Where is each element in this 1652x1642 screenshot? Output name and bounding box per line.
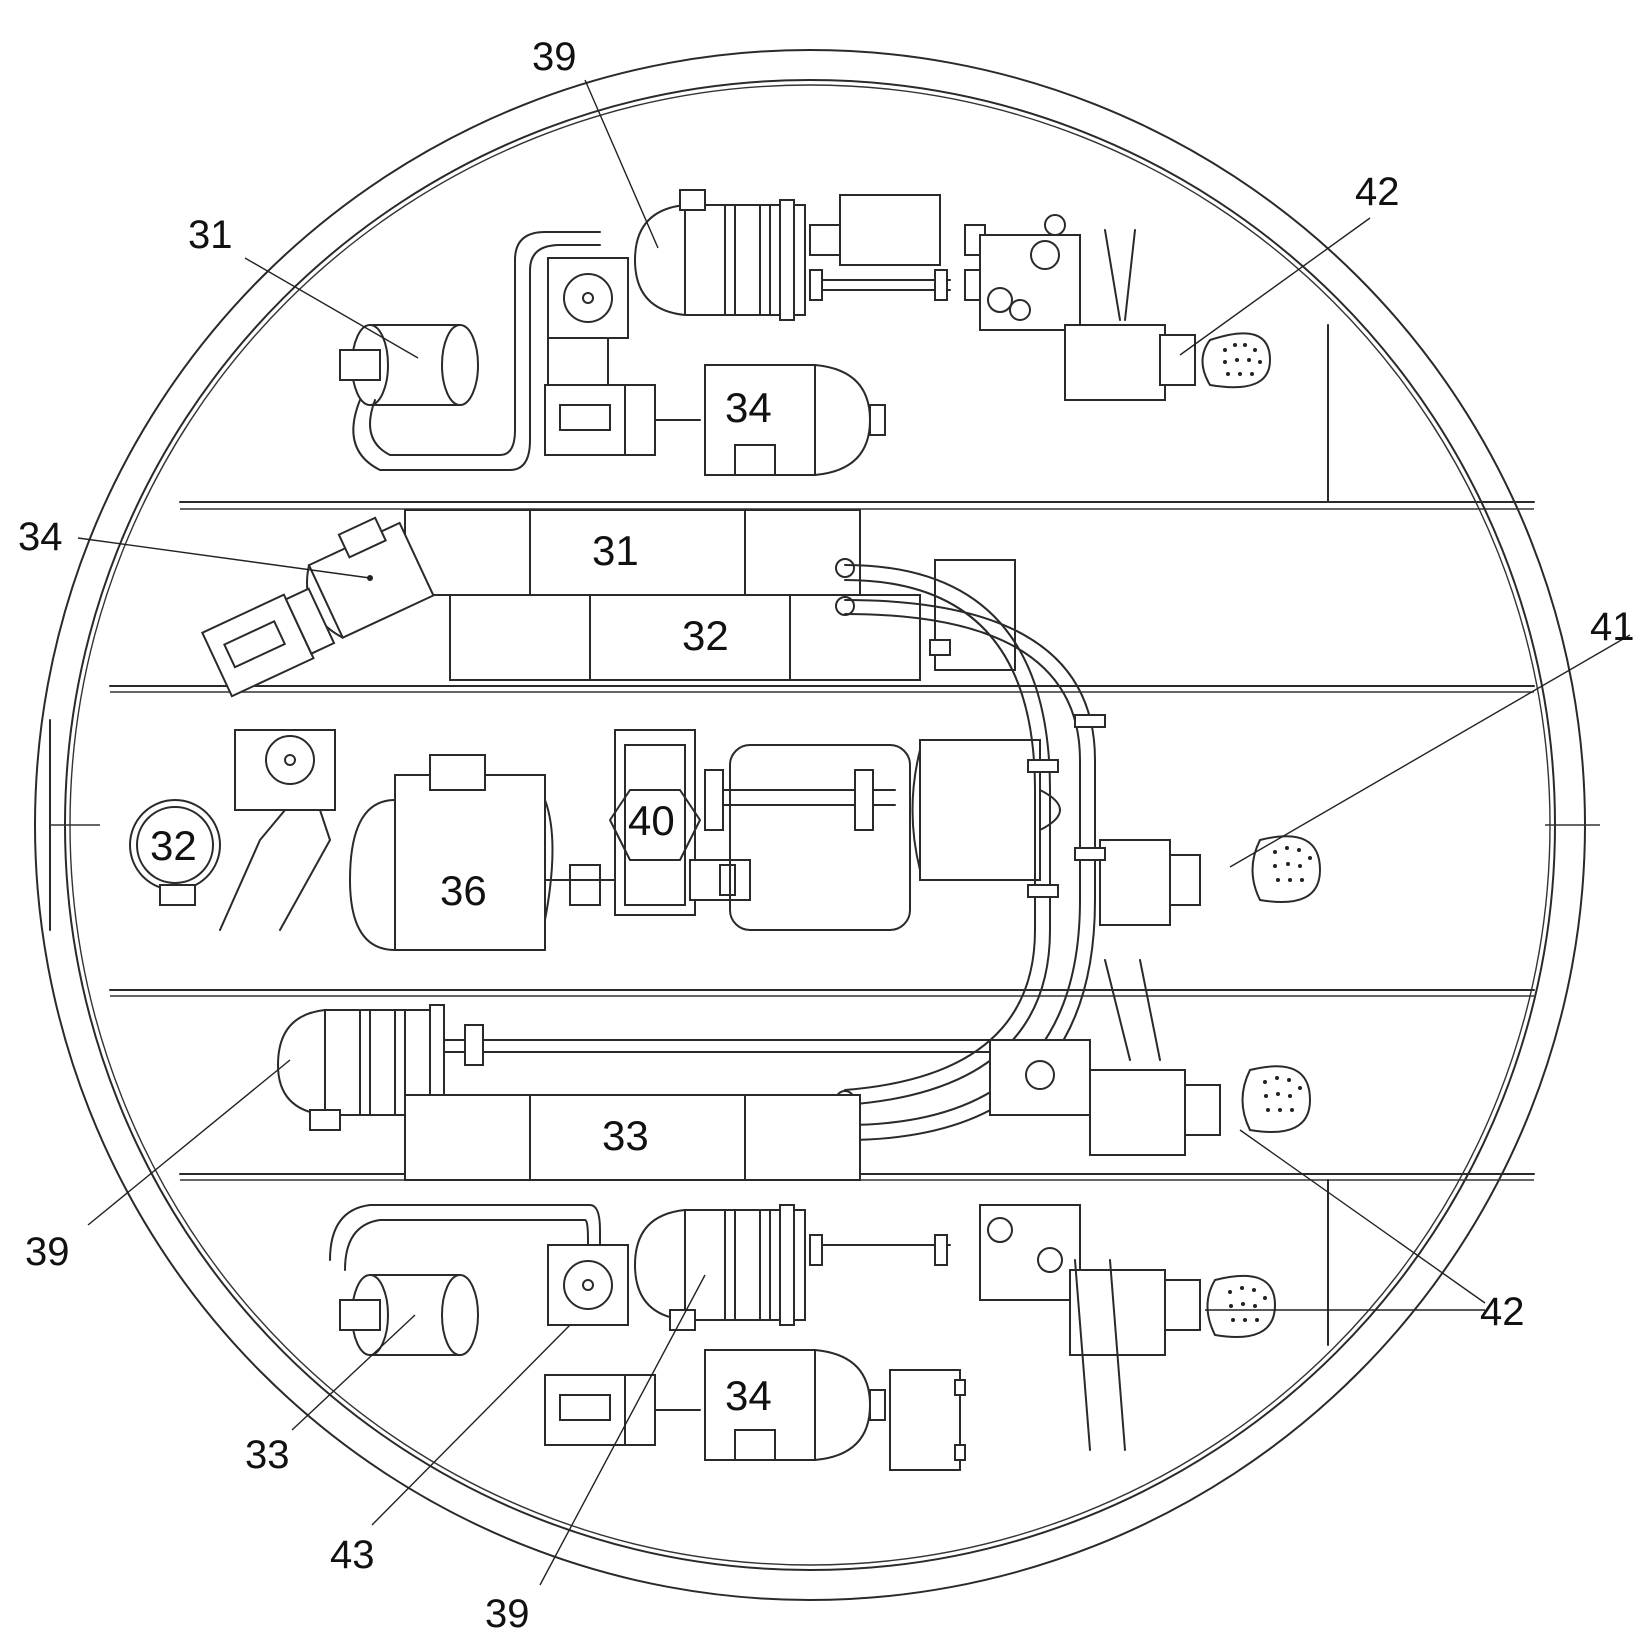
tank-36-label: 36 [440,867,487,914]
top-compartment: 34 [339,189,1271,476]
nozzle-42-top [1201,332,1271,389]
tank-36: 36 [349,754,554,951]
block-top [1064,324,1166,401]
valve-body-bottom [979,1204,1081,1301]
pipe-loop-top-2 [369,231,601,456]
nozzle-holes-top [1223,343,1262,376]
block-middle [1099,839,1171,926]
leader-lines [77,79,1631,1586]
box-31: 31 [404,509,861,596]
nozzle-holes-lower [1263,1076,1302,1112]
pipe-loop-top [352,244,601,471]
reference-labels: 31 39 42 34 41 39 42 33 43 39 [18,35,1635,1636]
tank-34-top: 34 [704,364,886,476]
nozzle-42-bottom [1206,1274,1276,1338]
tank-39-top [634,189,806,321]
ref-39-left: 39 [25,1230,70,1274]
ref-43-bottom: 43 [330,1533,375,1577]
nozzle-holes-middle [1273,846,1312,882]
box-32-label: 32 [682,612,729,659]
valve-body-top [979,234,1081,331]
cylinder-31-top [339,324,479,406]
curved-pipes [835,558,1106,1143]
ref-31-top: 31 [188,213,233,257]
bottom-compartment: 34 [329,1204,1276,1471]
tank-34-bottom: 34 [704,1349,886,1461]
box-33-label: 33 [602,1112,649,1159]
valve-body-lower [989,1039,1091,1116]
unit-40-label: 40 [628,797,675,844]
block-bottom [1069,1269,1166,1356]
motor-middle [919,739,1041,881]
pump-block-middle [234,729,336,811]
valve-box-top [839,194,941,266]
tank-39-bottom [634,1204,806,1331]
ref-41-right: 41 [1590,605,1635,649]
shaft-housing [729,744,911,931]
box-33: 33 [404,1094,861,1181]
unit-40: 40 [609,729,701,916]
nozzle-holes-bottom [1228,1286,1267,1322]
block-lower [1089,1069,1186,1156]
upper-middle-compartment: 31 32 [200,509,1016,698]
inner-hull-circle [64,79,1556,1571]
deck-lines [109,324,1535,1346]
nozzle-41 [1251,835,1321,903]
small-unit-32-label: 32 [150,822,197,869]
ref-42-right: 42 [1480,1290,1525,1334]
small-unit-32: 32 [129,799,221,906]
ref-39-bottom: 39 [485,1592,530,1636]
nozzle-42-lower [1241,1065,1311,1133]
motor-tilted [200,587,336,698]
cylinder-33-bottom [339,1274,479,1356]
ref-33-bottom: 33 [245,1433,290,1477]
tank-34-top-label: 34 [725,384,772,431]
pump-block-bottom [547,1244,629,1326]
ref-39-top: 39 [532,35,577,79]
small-box-bottom [889,1369,961,1471]
tank-34-bottom-label: 34 [725,1372,772,1419]
lower-middle-compartment: 33 [277,959,1311,1181]
box-32: 32 [449,594,921,681]
ref-42-top: 42 [1355,170,1400,214]
pump-block-top [547,257,629,339]
ref-34-left: 34 [18,515,63,559]
middle-compartment: 32 36 40 [129,729,1321,951]
box-31-label: 31 [592,527,639,574]
